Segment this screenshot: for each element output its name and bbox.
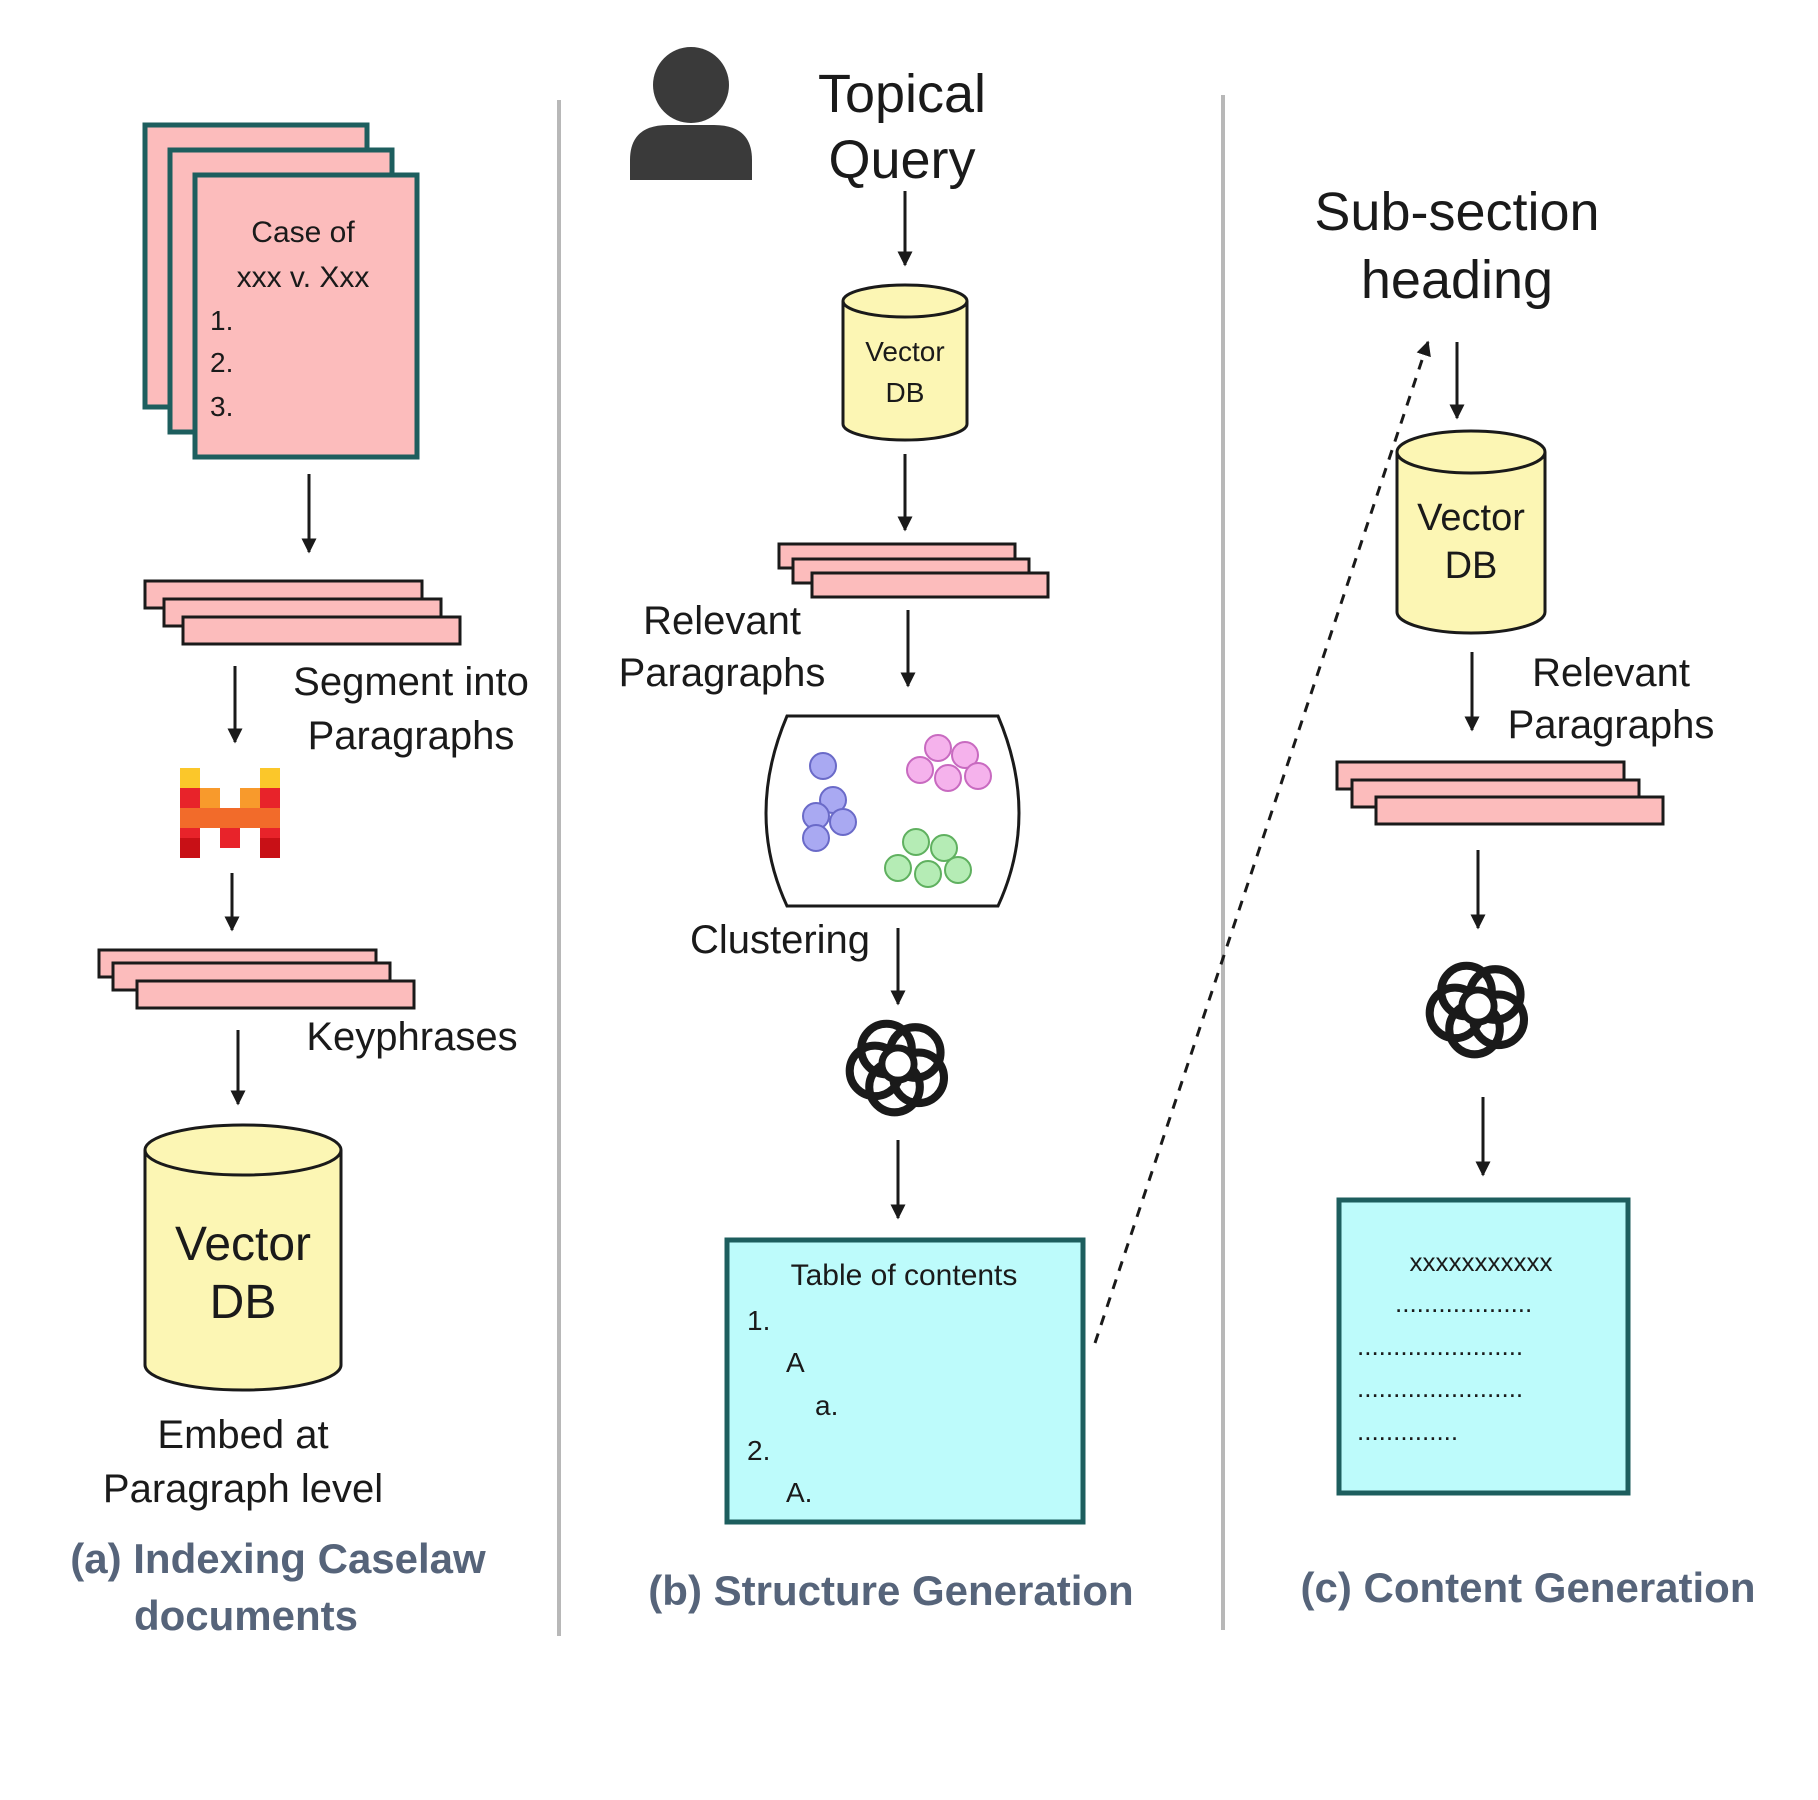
openai-logo-icon: [1430, 966, 1524, 1055]
paragraph-strips-b: [777, 542, 1050, 599]
cluster-point-blue: [802, 824, 830, 852]
doc-item-2: 2.: [210, 347, 233, 378]
mistral-logo-icon: [180, 768, 280, 858]
generated-content-card: xxxxxxxxxxx ................... ........…: [1336, 1197, 1631, 1496]
vector-db-b: Vector DB: [841, 283, 969, 442]
content-title: xxxxxxxxxxx: [1410, 1247, 1553, 1277]
toc-line-2a: A.: [786, 1477, 812, 1508]
keyphrase-strips: [97, 948, 416, 1010]
case-document-stack: Case of xxx v. Xxx 1. 2. 3.: [142, 122, 420, 460]
relevant-paragraphs-label-b-2: Paragraphs: [619, 651, 826, 695]
subsection-heading-label-2: heading: [1361, 250, 1553, 310]
cluster-point-pink: [906, 756, 934, 784]
cluster-point-green: [884, 854, 912, 882]
content-dots-4: ..............: [1357, 1416, 1458, 1446]
doc-case-name: xxx v. Xxx: [237, 261, 370, 294]
paragraph-strips-a: [143, 579, 462, 646]
embed-label-2: Paragraph level: [103, 1467, 383, 1511]
clustering-label: Clustering: [690, 918, 870, 962]
segment-label-2: Paragraphs: [308, 714, 515, 758]
content-dots-3: .......................: [1357, 1373, 1523, 1403]
cluster-bubble: [764, 714, 1021, 908]
table-of-contents-card: Table of contents 1. A a. 2. A.: [724, 1237, 1086, 1525]
paragraph-strips-c: [1335, 760, 1665, 826]
cluster-point-pink: [934, 764, 962, 792]
panel-a: Case of xxx v. Xxx 1. 2. 3. Segment into…: [70, 122, 529, 1639]
caption-b: (b) Structure Generation: [648, 1567, 1133, 1614]
db-b-label: Vector: [865, 336, 944, 367]
cluster-point-pink: [951, 741, 979, 769]
toc-line-1: 1.: [747, 1305, 770, 1336]
openai-logo-icon: [850, 1024, 944, 1113]
doc-title-line: Case of: [251, 216, 355, 249]
db-c-label: Vector: [1417, 497, 1525, 539]
toc-line-2: 2.: [747, 1435, 770, 1466]
caption-c: (c) Content Generation: [1300, 1564, 1755, 1611]
caption-a-2: documents: [134, 1592, 358, 1639]
embed-label: Embed at: [157, 1413, 328, 1457]
relevant-paragraphs-label-c-2: Paragraphs: [1508, 703, 1715, 747]
relevant-paragraphs-label-c: Relevant: [1532, 651, 1690, 695]
db-a-label-2: DB: [210, 1276, 277, 1329]
keyphrases-label: Keyphrases: [306, 1015, 517, 1059]
panel-c: Sub-section heading Vector DB Relevant P…: [1300, 182, 1755, 1611]
cluster-point-green: [914, 860, 942, 888]
cluster-point-blue: [809, 752, 837, 780]
subsection-heading-label: Sub-section: [1314, 182, 1599, 242]
doc-item-3: 3.: [210, 391, 233, 422]
content-dots-2: .......................: [1357, 1331, 1523, 1361]
cluster-point-green: [930, 834, 958, 862]
db-b-label-2: DB: [886, 377, 925, 408]
toc-line-a: A: [786, 1347, 805, 1378]
doc-item-1: 1.: [210, 305, 233, 336]
topical-query-label: Topical: [818, 64, 986, 124]
db-a-label: Vector: [175, 1218, 311, 1271]
dashed-link-toc-to-heading: [1093, 340, 1431, 1344]
person-icon: [630, 47, 752, 180]
cluster-point-blue: [829, 808, 857, 836]
toc-line-a-sub: a.: [815, 1390, 838, 1421]
vector-db-c: Vector DB: [1395, 429, 1547, 635]
cluster-point-pink: [924, 734, 952, 762]
cluster-point-pink: [964, 762, 992, 790]
panel-b: Topical Query Vector DB Relevant Paragra…: [619, 47, 1431, 1614]
topical-query-label-2: Query: [828, 130, 975, 190]
caption-a: (a) Indexing Caselaw: [70, 1535, 486, 1582]
segment-label: Segment into: [293, 660, 529, 704]
vector-db-a: Vector DB: [143, 1123, 343, 1392]
cluster-point-green: [944, 856, 972, 884]
toc-title: Table of contents: [791, 1259, 1018, 1292]
relevant-paragraphs-label-b: Relevant: [643, 599, 801, 643]
content-dots-1: ...................: [1395, 1288, 1532, 1318]
cluster-point-green: [902, 828, 930, 856]
db-c-label-2: DB: [1445, 545, 1498, 587]
